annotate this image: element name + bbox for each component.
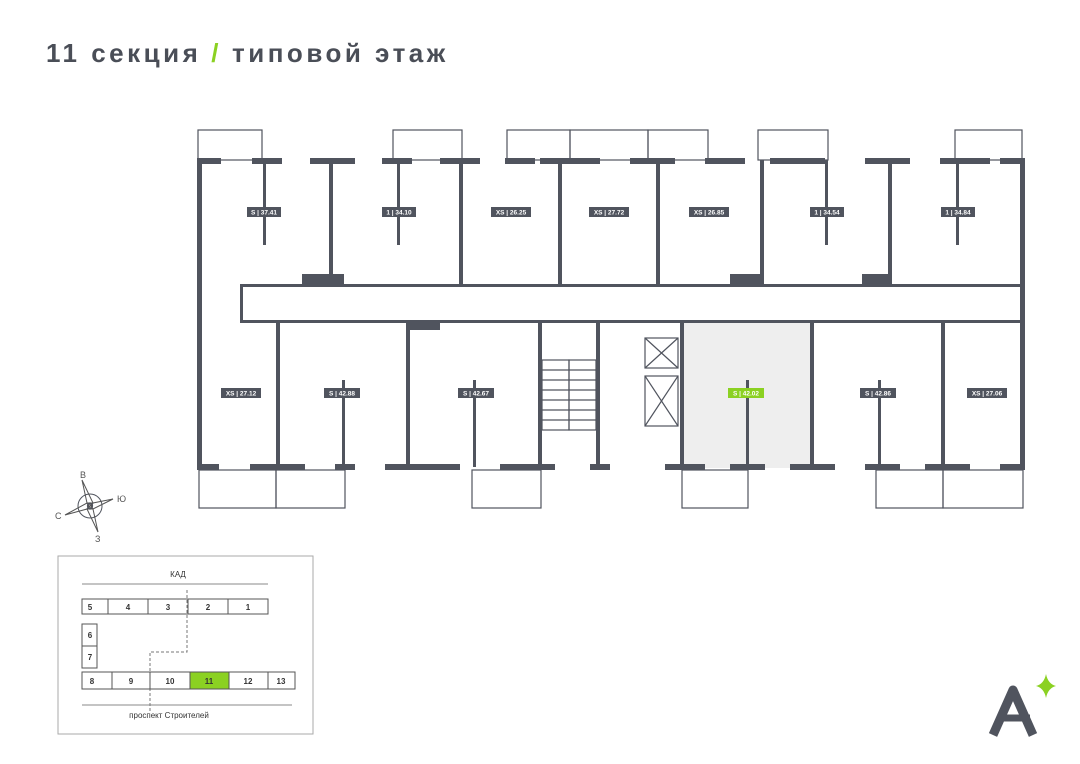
section-title: 11 секция [46, 38, 202, 68]
svg-text:XS | 27.06: XS | 27.06 [972, 391, 1003, 398]
apartment-label[interactable]: S | 42.88 [324, 388, 360, 398]
compass-west: С [55, 511, 62, 521]
floor-title: типовой этаж [232, 38, 449, 68]
apartment-label[interactable]: S | 42.86 [860, 388, 896, 398]
apartment-label[interactable]: XS | 26.85 [689, 207, 729, 217]
svg-text:S | 42.02: S | 42.02 [733, 391, 759, 398]
section-9: 9 [129, 677, 134, 686]
svg-text:XS | 27.72: XS | 27.72 [594, 210, 625, 217]
section-6: 6 [88, 631, 93, 640]
elevators [644, 337, 679, 427]
road-prospekt: проспект Строителей [129, 711, 209, 720]
section-2: 2 [206, 603, 211, 612]
apartment-label[interactable]: 1 | 34.54 [810, 207, 844, 217]
apartment-label[interactable]: XS | 27.06 [967, 388, 1007, 398]
apartment-label[interactable]: S | 37.41 [247, 207, 281, 217]
walls [197, 158, 1025, 470]
section-5: 5 [88, 603, 93, 612]
svg-text:1 | 34.54: 1 | 34.54 [814, 210, 840, 217]
compass-south: З [95, 534, 100, 544]
apartment-label[interactable]: XS | 27.12 [221, 388, 261, 398]
svg-text:S | 42.67: S | 42.67 [463, 391, 489, 398]
selected-balcony [681, 469, 749, 509]
sparkle-icon [1036, 674, 1056, 698]
section-8: 8 [90, 677, 95, 686]
svg-text:1 | 34.10: 1 | 34.10 [386, 210, 412, 217]
svg-text:S | 42.86: S | 42.86 [865, 391, 891, 398]
svg-text:1 | 34.84: 1 | 34.84 [945, 210, 971, 217]
compass-north: В [80, 470, 86, 480]
brand-logo [988, 674, 1056, 737]
section-12: 12 [244, 677, 253, 686]
apartment-label[interactable]: 1 | 34.84 [941, 207, 975, 217]
svg-text:XS | 27.12: XS | 27.12 [226, 391, 257, 398]
svg-text:XS | 26.25: XS | 26.25 [496, 210, 527, 217]
balconies-bottom [198, 469, 1024, 509]
svg-text:XS | 26.85: XS | 26.85 [694, 210, 725, 217]
section-10: 10 [166, 677, 175, 686]
staircase [541, 359, 597, 431]
section-4: 4 [126, 603, 131, 612]
compass-east: Ю [117, 494, 126, 504]
section-11-selected: 11 [205, 677, 214, 686]
apartment-label[interactable]: XS | 27.72 [589, 207, 629, 217]
apartment-label-selected[interactable]: S | 42.02 [728, 388, 764, 398]
road-kad: КАД [170, 570, 186, 579]
apartment-label[interactable]: S | 42.67 [458, 388, 494, 398]
section-13: 13 [277, 677, 286, 686]
svg-text:S | 42.88: S | 42.88 [329, 391, 355, 398]
section-3: 3 [166, 603, 171, 612]
svg-text:S | 37.41: S | 37.41 [251, 210, 277, 217]
apartment-label[interactable]: XS | 26.25 [491, 207, 531, 217]
title-separator: / [211, 38, 223, 68]
page-title: 11 секция / типовой этаж [46, 38, 449, 69]
section-7: 7 [88, 653, 93, 662]
apartment-label[interactable]: 1 | 34.10 [382, 207, 416, 217]
compass-icon: В Ю С З [55, 470, 126, 544]
balconies-top [197, 129, 1023, 161]
section-1: 1 [246, 603, 251, 612]
site-map: КАД проспект Строителей 1 2 3 4 5 6 7 8 … [57, 555, 314, 735]
